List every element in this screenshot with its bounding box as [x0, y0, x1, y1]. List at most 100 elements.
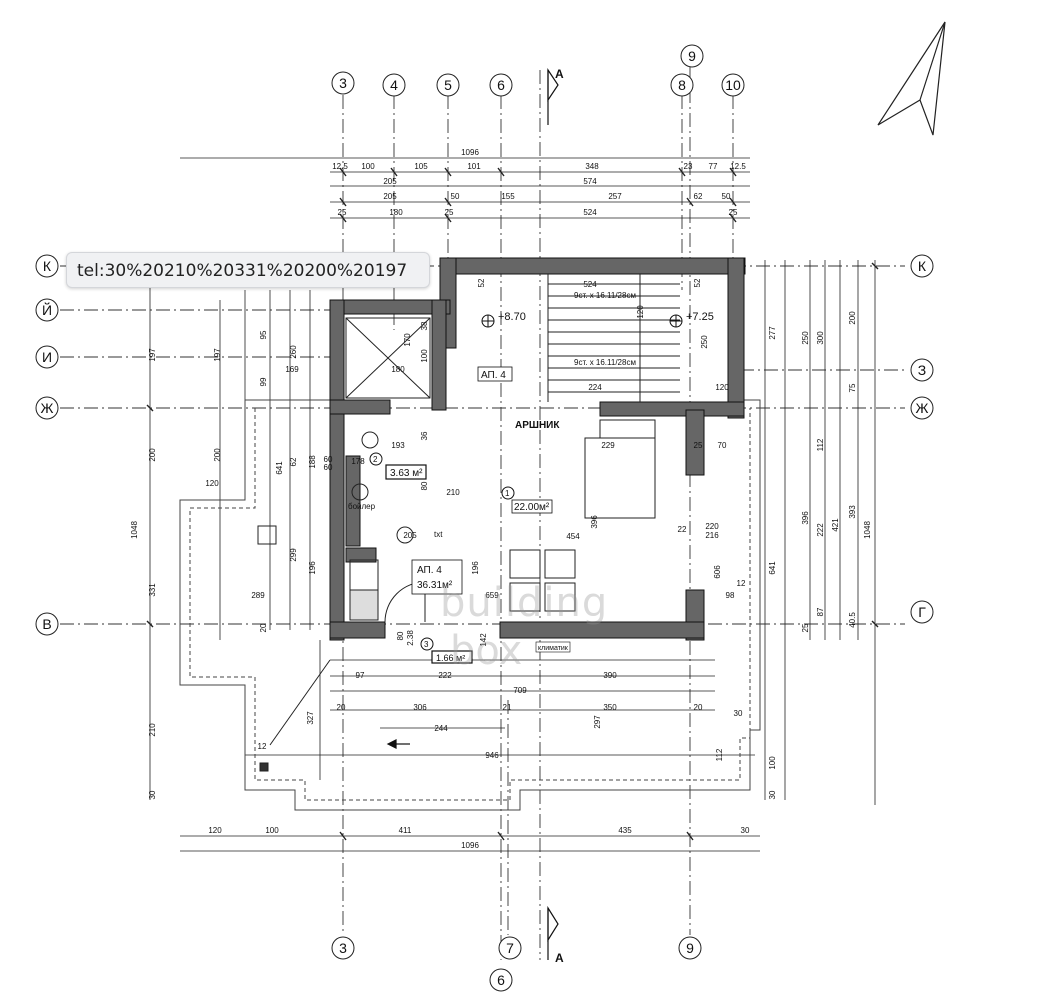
- grid-bubble-top: 10: [725, 77, 741, 93]
- dim-interior: 390: [603, 671, 617, 680]
- dim-top-row2: 205: [383, 177, 397, 186]
- grid-bubble-left: К: [43, 258, 52, 274]
- room2-area-box: [385, 464, 427, 480]
- dim-interior: 98: [726, 591, 735, 600]
- dim-right-cols: 300: [816, 331, 825, 345]
- stair-note: 9ст. х 16.11/28см: [574, 358, 636, 367]
- dim-top-row3: 62: [694, 192, 703, 201]
- dim-left-col1: 200: [148, 448, 157, 462]
- dim-left-col1: 30: [148, 790, 157, 799]
- north-arrow-icon: [877, 21, 946, 136]
- climate-label-box: [535, 641, 571, 653]
- dim-interior: 36: [420, 431, 429, 440]
- watermark: building box: [440, 580, 660, 690]
- dim-top-row3: 50: [722, 192, 731, 201]
- dim-left-inner: 327: [306, 711, 315, 725]
- dim-interior: 142: [479, 633, 488, 647]
- dim-interior: 709: [513, 686, 527, 695]
- dim-bottom-row1: 100: [265, 826, 279, 835]
- room3-area: 1.66 м²: [436, 653, 465, 663]
- climate-label: климатик: [538, 645, 569, 652]
- grid-bubble-left: В: [42, 616, 51, 632]
- dim-left-inner: 99: [259, 377, 268, 386]
- dim-left-inner: 260: [289, 345, 298, 359]
- dim-left-inner: 641: [275, 461, 284, 475]
- dim-top-row4: 25: [445, 208, 454, 217]
- dim-interior: 180: [391, 365, 405, 374]
- dim-top-row1: 23: [684, 162, 693, 171]
- attic-label: АРШНИК: [515, 420, 560, 431]
- grid-bubble-bottom: 7: [506, 940, 514, 956]
- dim-right-cols: 75: [848, 383, 857, 392]
- dim-bottom-row1: 435: [618, 826, 632, 835]
- dim-interior: 220: [705, 522, 719, 531]
- dim-interior: 250: [700, 335, 709, 349]
- dim-top-row1: 12.5: [332, 162, 348, 171]
- walls: [329, 257, 746, 641]
- dim-interior: 120: [636, 305, 645, 319]
- dim-interior: 22: [678, 525, 687, 534]
- grid-bubble-top: 9: [688, 48, 696, 64]
- dim-interior: 21: [503, 703, 512, 712]
- dim-interior: 60: [324, 455, 333, 464]
- phone-tooltip[interactable]: tel:30%20210%20331%20200%20197: [66, 252, 430, 288]
- dim-left-col1: 331: [148, 583, 157, 597]
- dim-interior: 350: [603, 703, 617, 712]
- dim-bottom-row1: 411: [399, 826, 412, 835]
- dim-interior: 20: [694, 703, 703, 712]
- dim-interior: 12: [258, 742, 267, 751]
- grid-bubble-top: 8: [678, 77, 686, 93]
- dim-left-col2: 289: [251, 591, 265, 600]
- section-label-top: А: [555, 67, 564, 81]
- grid-bubble-bottom: 3: [339, 940, 347, 956]
- grid-bubble-top: 6: [497, 77, 505, 93]
- ap-label: АП. 4: [481, 370, 506, 381]
- dim-interior: 30: [734, 709, 743, 718]
- stair-note: 9ст. х 16.11/28см: [574, 291, 636, 300]
- dim-interior: 80: [396, 631, 405, 640]
- watermark-line1: building: [440, 580, 609, 626]
- dim-interior: 25: [694, 441, 703, 450]
- room2-marker: [369, 452, 383, 466]
- dim-interior: 52: [693, 278, 702, 287]
- dim-bottom-row1: 120: [208, 826, 222, 835]
- interior-lines: [257, 274, 680, 772]
- dim-left-col2: 197: [213, 348, 222, 362]
- dim-top-row1: 100: [361, 162, 375, 171]
- dim-right-cols: 112: [816, 438, 825, 451]
- dim-left-col2: 200: [213, 448, 222, 462]
- dim-right-cols: 87: [816, 607, 825, 616]
- dim-interior: 80: [420, 481, 429, 490]
- watermark-line2: box: [450, 628, 523, 674]
- dim-bottom-overall: 1096: [461, 841, 479, 850]
- apartment-label-box: [411, 559, 463, 595]
- dim-interior: 38: [420, 321, 429, 330]
- dim-interior: 229: [601, 441, 615, 450]
- grid-bubble-top: 3: [339, 75, 347, 91]
- dim-interior: 205: [403, 531, 417, 540]
- dim-interior: 52: [477, 278, 486, 287]
- dim-interior: 178: [351, 457, 365, 466]
- level-marks: [481, 314, 683, 328]
- apartment-name: АП. 4: [417, 565, 442, 576]
- dim-interior: 60: [324, 463, 333, 472]
- dim-interior: 196: [471, 561, 480, 575]
- dim-interior: 396: [590, 515, 599, 529]
- dim-top-overall: 1096: [461, 148, 479, 157]
- section-markers: [547, 68, 559, 960]
- level-upper-right: +7.25: [686, 311, 714, 323]
- room3-area-box: [431, 650, 473, 664]
- grid-bubbles: [35, 44, 934, 992]
- dim-right-inner: 1048: [863, 521, 872, 539]
- room1-number: 1: [505, 489, 510, 498]
- dim-left-inner: 20: [259, 623, 268, 632]
- dim-right-inner: 277: [768, 326, 777, 340]
- dim-top-row4: 25: [729, 208, 738, 217]
- dim-left-col1: 210: [148, 723, 157, 737]
- room2-area: 3.63 м²: [390, 468, 423, 479]
- dim-top-row1: 105: [414, 162, 428, 171]
- dim-left-inner: 62: [289, 457, 298, 466]
- dim-top-row4: 180: [389, 208, 403, 217]
- grid-bubble-right: З: [918, 362, 926, 378]
- room2-number: 2: [373, 455, 378, 464]
